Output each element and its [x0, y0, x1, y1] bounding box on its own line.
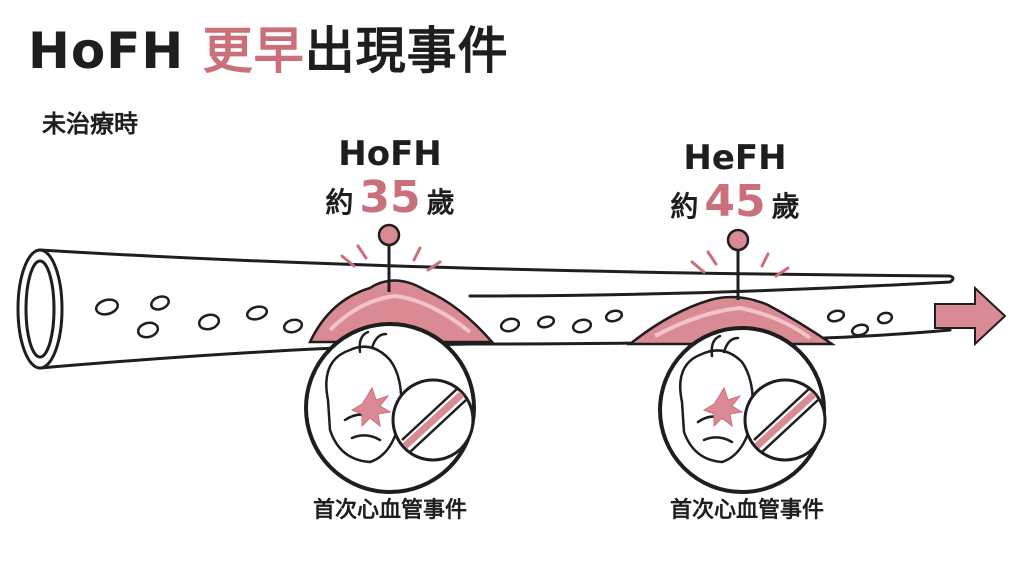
marker-name: HoFH	[338, 134, 442, 174]
event-caption-hofh: 首次心血管事件	[312, 498, 467, 523]
pin-icon	[690, 228, 790, 300]
title-suffix: 出現事件	[304, 22, 509, 80]
cardiac-event-illustration	[304, 322, 476, 494]
blood-cells	[94, 295, 894, 339]
age-value: 45	[704, 176, 766, 227]
title-accent: 更早	[202, 22, 305, 80]
arrow-right-icon	[934, 285, 1007, 347]
artery-crosssection-icon	[391, 378, 475, 462]
cardiac-event-illustration	[658, 326, 827, 494]
age-suffix: 歲	[771, 190, 800, 223]
age-prefix: 約	[670, 190, 699, 223]
age-suffix: 歲	[426, 186, 455, 219]
heart-icon	[679, 334, 755, 464]
age-prefix: 約	[325, 186, 354, 219]
plaque-icon	[308, 279, 495, 344]
age-value: 35	[359, 172, 421, 223]
artery-crosssection-icon	[743, 378, 827, 462]
marker-name: HeFH	[683, 138, 787, 178]
pin-icon	[340, 223, 442, 292]
page-title: HoFH 更早出現事件	[28, 16, 509, 86]
title-prefix: HoFH	[28, 22, 203, 80]
artery-tube-icon	[16, 248, 955, 370]
event-caption-hefh: 首次心血管事件	[669, 498, 824, 523]
condition-subtitle: 未治療時	[42, 110, 138, 138]
